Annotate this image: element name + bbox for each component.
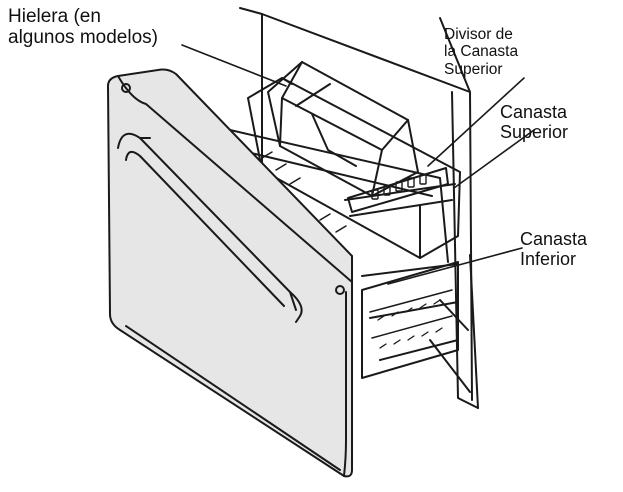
drawer-door: [107, 68, 353, 478]
label-upper-basket-line-1: Canasta: [500, 102, 568, 122]
label-divider-line-2: la Canasta: [444, 43, 519, 61]
leader-upper-basket-divider: [427, 77, 525, 167]
door-handle: [117, 132, 303, 323]
label-lower-basket-line-1: Canasta: [520, 229, 588, 249]
label-upper-basket-divider: Divisor de la Canasta Superior: [444, 26, 518, 78]
label-upper-basket: Canasta Superior: [500, 102, 568, 142]
label-lower-basket-line-2: Inferior: [520, 249, 577, 270]
callout-leader-lines: [181, 44, 535, 285]
label-ice-maker-line-2: algunos modelos): [8, 27, 158, 49]
leader-upper-basket: [453, 129, 535, 189]
leader-lower-basket: [387, 247, 523, 285]
label-divider-line-3: Superior: [444, 60, 503, 78]
lower-basket: [261, 151, 459, 379]
label-upper-basket-line-2: Superior: [500, 122, 569, 143]
label-lower-basket: Canasta Inferior: [520, 229, 587, 269]
cabinet-side-panel: [239, 7, 479, 409]
leader-ice-bin: [181, 44, 287, 87]
label-divider-line-1: Divisor de: [444, 26, 513, 43]
ice-bin: [267, 61, 419, 197]
label-ice-maker-line-1: Hielera (en: [8, 6, 101, 27]
label-ice-maker: Hielera (en algunos modelos): [8, 6, 158, 49]
